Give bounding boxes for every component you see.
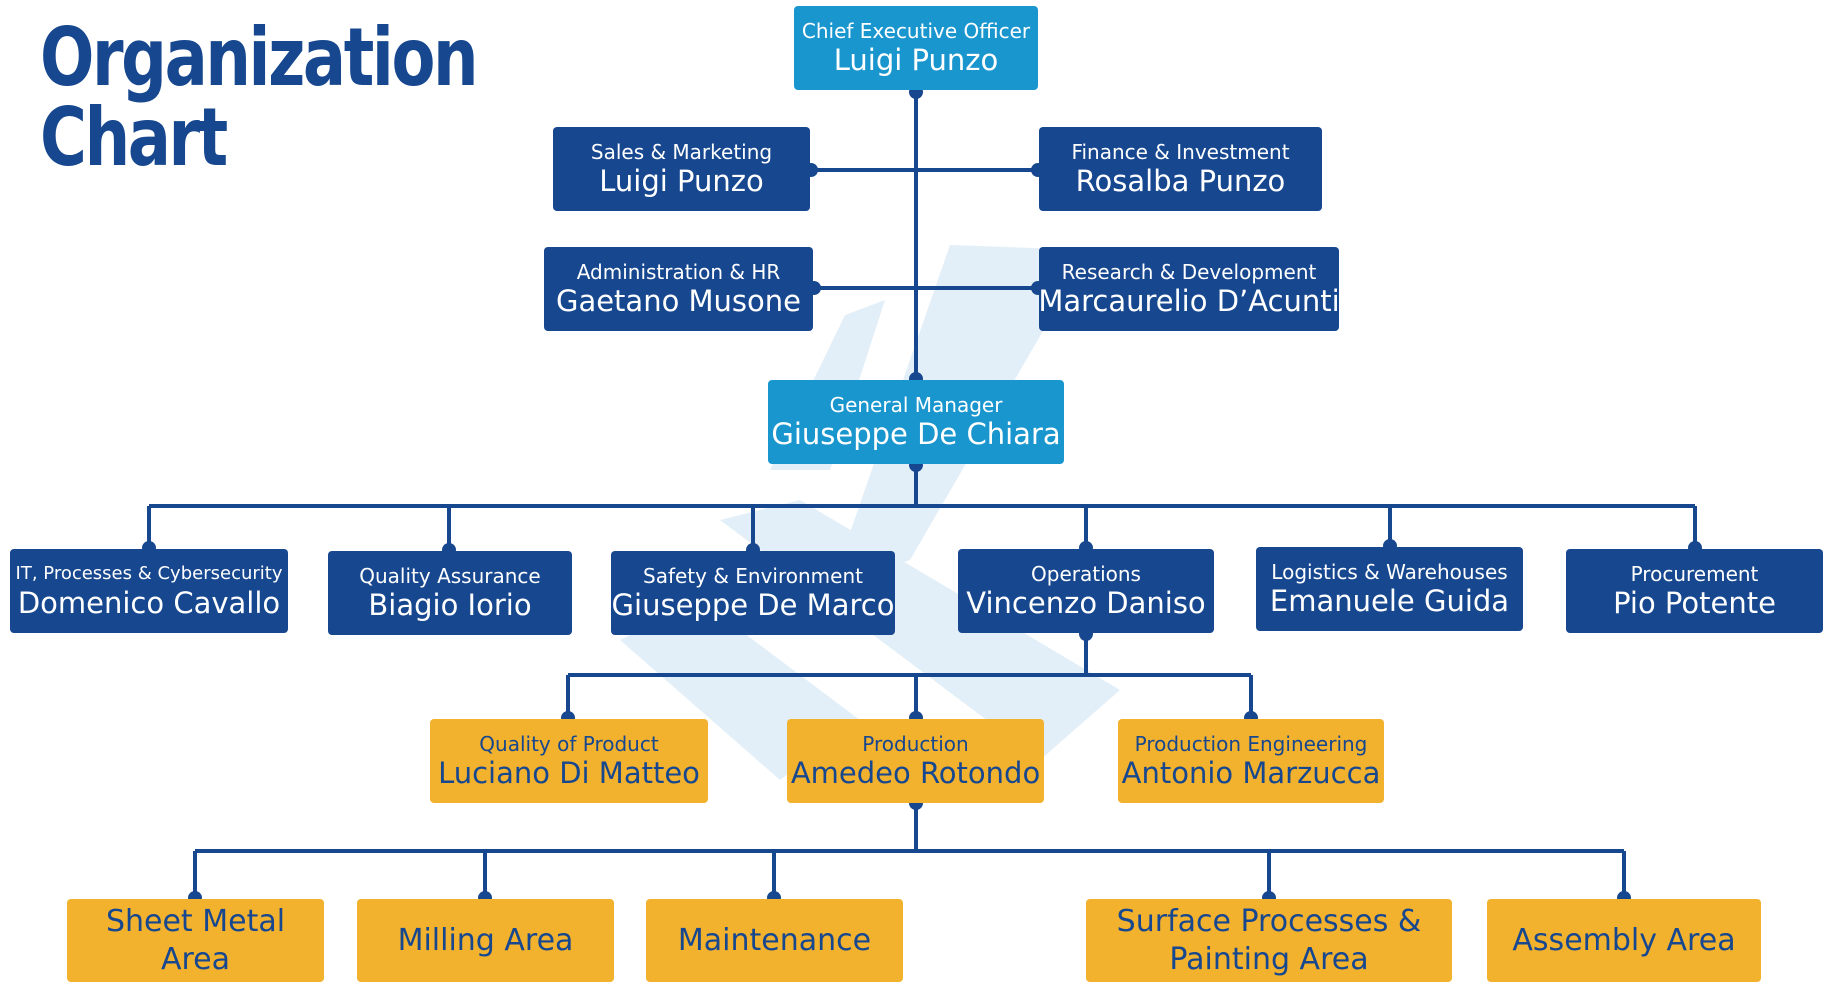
ceo-name: Luigi Punzo [833, 43, 999, 77]
title-line-1: Organization [40, 11, 479, 104]
surface-label-line-2: Painting Area [1169, 941, 1369, 977]
maintenance-label: Maintenance [677, 922, 872, 958]
sheet-metal-label: Sheet Metal Area [105, 903, 286, 977]
production-role: Production [862, 732, 969, 756]
research-name: Marcaurelio D’Acunti [1038, 284, 1340, 318]
it-processes-box: IT, Processes & Cybersecurity Domenico C… [10, 549, 288, 633]
ceo-role: Chief Executive Officer [801, 19, 1031, 43]
operations-box: Operations Vincenzo Daniso [958, 549, 1214, 633]
safety-name: Giuseppe De Marco [611, 588, 895, 622]
safety-role: Safety & Environment [643, 564, 863, 588]
assembly-label: Assembly Area [1512, 922, 1736, 958]
quality-assurance-box: Quality Assurance Biagio Iorio [328, 551, 572, 635]
quality-product-role: Quality of Product [479, 732, 659, 756]
sales-marketing-box: Sales & Marketing Luigi Punzo [553, 127, 810, 211]
logistics-role: Logistics & Warehouses [1271, 560, 1508, 584]
quality-name: Biagio Iorio [368, 588, 532, 622]
finance-role: Finance & Investment [1071, 140, 1290, 164]
page-title: Organization Chart [40, 11, 479, 184]
quality-of-product-box: Quality of Product Luciano Di Matteo [430, 719, 708, 803]
procurement-box: Procurement Pio Potente [1566, 549, 1823, 633]
logistics-warehouses-box: Logistics & Warehouses Emanuele Guida [1256, 547, 1523, 631]
research-development-box: Research & Development Marcaurelio D’Acu… [1038, 247, 1340, 331]
assembly-area-box: Assembly Area [1487, 899, 1761, 982]
milling-label: Milling Area [397, 922, 574, 958]
sheet-metal-area-box: Sheet Metal Area [67, 899, 324, 982]
it-role: IT, Processes & Cybersecurity [15, 563, 283, 584]
procurement-name: Pio Potente [1613, 586, 1776, 620]
production-eng-role: Production Engineering [1134, 732, 1368, 756]
surface-painting-area-box: Surface Processes & Painting Area [1086, 899, 1452, 982]
production-engineering-box: Production Engineering Antonio Marzucca [1118, 719, 1384, 803]
production-eng-name: Antonio Marzucca [1121, 756, 1381, 790]
finance-name: Rosalba Punzo [1075, 164, 1286, 198]
admin-name: Gaetano Musone [555, 284, 802, 318]
milling-area-box: Milling Area [357, 899, 614, 982]
operations-role: Operations [1031, 562, 1141, 586]
logistics-name: Emanuele Guida [1269, 584, 1510, 618]
production-box: Production Amedeo Rotondo [787, 719, 1044, 803]
procurement-role: Procurement [1630, 562, 1759, 586]
safety-environment-box: Safety & Environment Giuseppe De Marco [611, 551, 895, 635]
gm-name: Giuseppe De Chiara [771, 417, 1061, 451]
title-line-2: Chart [40, 91, 228, 184]
ceo-box: Chief Executive Officer Luigi Punzo [794, 6, 1038, 90]
maintenance-box: Maintenance [646, 899, 903, 982]
finance-investment-box: Finance & Investment Rosalba Punzo [1039, 127, 1322, 211]
gm-role: General Manager [829, 393, 1003, 417]
admin-role: Administration & HR [576, 260, 781, 284]
it-name: Domenico Cavallo [17, 586, 281, 620]
quality-role: Quality Assurance [359, 564, 541, 588]
surface-label-line-1: Surface Processes & [1116, 903, 1422, 939]
quality-product-name: Luciano Di Matteo [438, 756, 700, 790]
sales-name: Luigi Punzo [599, 164, 764, 198]
operations-name: Vincenzo Daniso [966, 586, 1206, 620]
research-role: Research & Development [1061, 260, 1317, 284]
sales-role: Sales & Marketing [590, 140, 773, 164]
general-manager-box: General Manager Giuseppe De Chiara [768, 380, 1064, 464]
production-name: Amedeo Rotondo [790, 756, 1041, 790]
administration-hr-box: Administration & HR Gaetano Musone [544, 247, 813, 331]
